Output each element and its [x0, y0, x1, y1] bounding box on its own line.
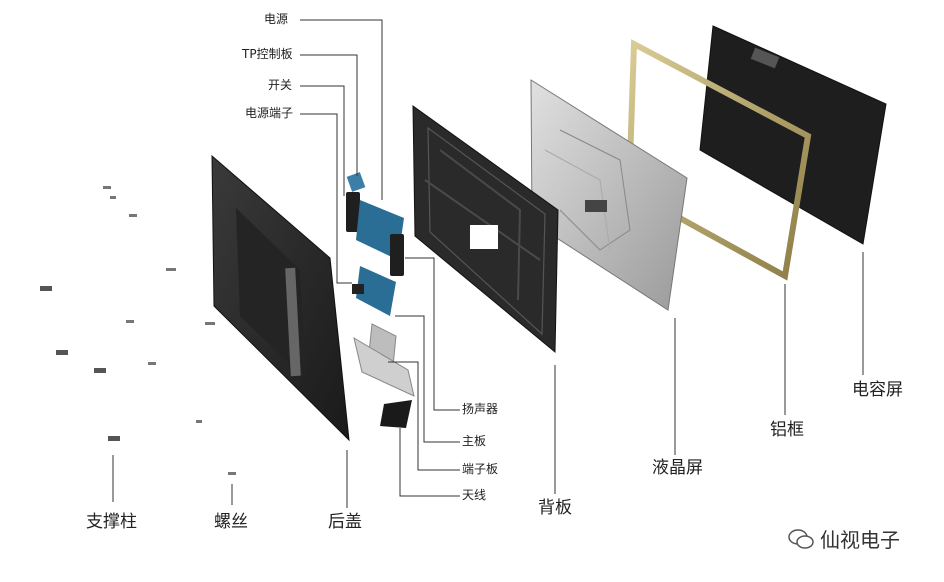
label-tp-board: TP控制板 — [242, 47, 293, 61]
label-power-terminal: 电源端子 — [245, 106, 294, 120]
label-terminal-board: 端子板 — [462, 462, 499, 476]
label-speaker: 扬声器 — [462, 402, 499, 416]
screws-and-pillars — [40, 186, 236, 475]
label-mainboard: 主板 — [462, 434, 487, 448]
watermark: 仙视电子 — [788, 524, 900, 553]
label-power: 电源 — [264, 12, 289, 26]
label-aluminum-frame: 铝框 — [770, 420, 804, 440]
label-antenna: 天线 — [462, 488, 487, 502]
wechat-icon — [788, 528, 814, 549]
capacitive-screen-part — [699, 25, 887, 245]
label-capacitive-screen: 电容屏 — [852, 380, 903, 400]
label-screw: 螺丝 — [214, 512, 248, 532]
label-switch: 开关 — [268, 78, 293, 92]
back-plate-part — [412, 105, 559, 354]
label-stand-pillar: 支撑柱 — [86, 512, 137, 532]
aluminum-frame-part — [625, 39, 812, 281]
label-rear-cover: 后盖 — [328, 512, 362, 532]
leader-lines — [112, 19, 864, 508]
label-lcd-screen: 液晶屏 — [652, 458, 703, 478]
electronics-stack — [346, 172, 415, 428]
lcd-screen-part — [530, 79, 688, 311]
label-back-plate: 背板 — [538, 498, 572, 518]
rear-cover-part — [211, 154, 350, 442]
watermark-text: 仙视电子 — [820, 528, 900, 552]
